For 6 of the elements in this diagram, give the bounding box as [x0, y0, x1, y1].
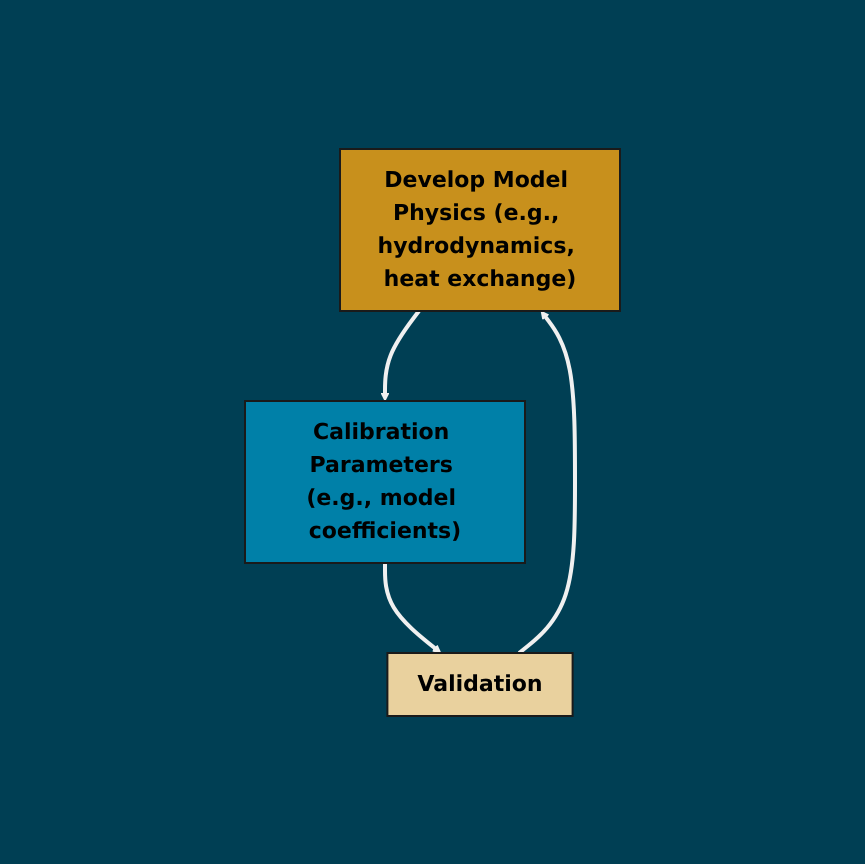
node-box: Validation: [386, 652, 574, 716]
arrow: [518, 310, 577, 654]
arrow: [383, 562, 442, 653]
node-box: Develop Model Physics (e.g., hydrodynamics, heat exchange): [339, 148, 621, 312]
node-box: Calibration Parameters (e.g., model coefficients): [244, 400, 526, 564]
arrow: [380, 309, 421, 401]
